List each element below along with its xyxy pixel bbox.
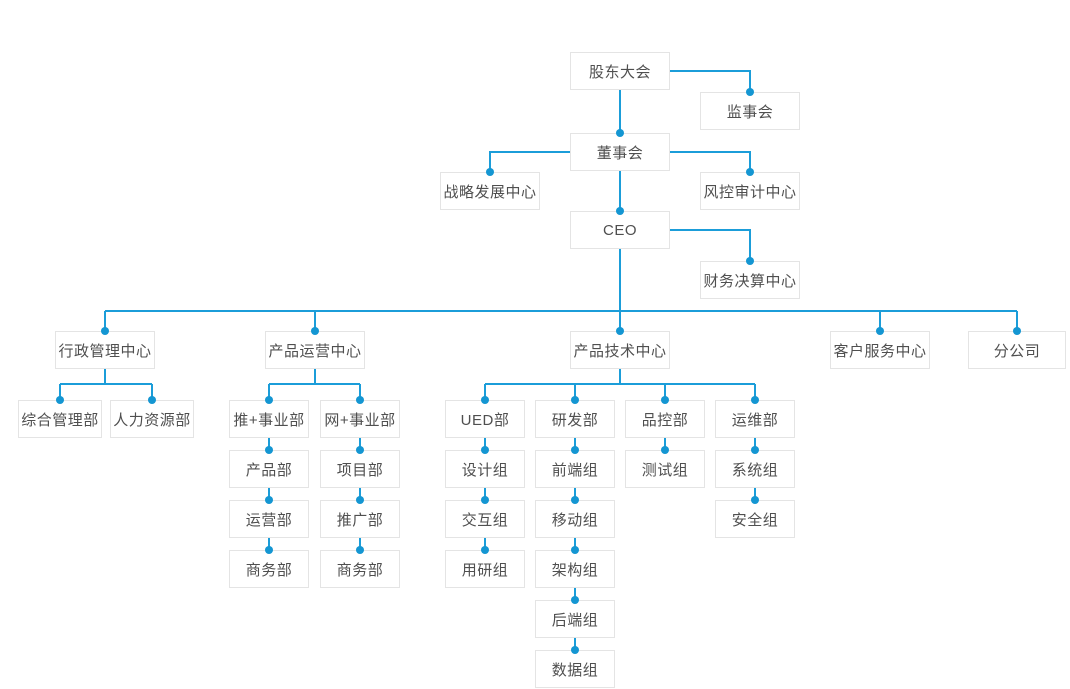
org-node-label: 设计组 <box>461 461 509 479</box>
org-node-operations_dept[interactable]: 运营部 <box>229 500 309 538</box>
org-node-label: 品控部 <box>641 411 689 429</box>
org-node-label: 安全组 <box>731 511 779 529</box>
org-node-test_group[interactable]: 测试组 <box>625 450 705 488</box>
org-node-finance_center[interactable]: 财务决算中心 <box>700 261 800 299</box>
org-node-ops_center[interactable]: 产品运营中心 <box>265 331 365 369</box>
org-node-label: 用研组 <box>461 561 509 579</box>
org-node-label: 产品运营中心 <box>268 342 362 360</box>
org-node-wang_bu[interactable]: 网+事业部 <box>320 400 400 438</box>
org-node-label: 产品部 <box>245 461 293 479</box>
org-node-label: 监事会 <box>726 103 774 121</box>
org-node-product_dept[interactable]: 产品部 <box>229 450 309 488</box>
org-node-label: 风控审计中心 <box>703 183 797 201</box>
org-node-tech_center[interactable]: 产品技术中心 <box>570 331 670 369</box>
org-node-system_group[interactable]: 系统组 <box>715 450 795 488</box>
org-node-label: UED部 <box>460 411 510 429</box>
org-node-label: 数据组 <box>551 661 599 679</box>
org-node-label: 战略发展中心 <box>443 183 537 201</box>
org-node-ued_dept[interactable]: UED部 <box>445 400 525 438</box>
org-node-label: 产品技术中心 <box>573 342 667 360</box>
org-node-architecture_group[interactable]: 架构组 <box>535 550 615 588</box>
org-node-qc_dept[interactable]: 品控部 <box>625 400 705 438</box>
org-node-project_dept[interactable]: 项目部 <box>320 450 400 488</box>
org-node-label: 后端组 <box>551 611 599 629</box>
org-node-label: 项目部 <box>336 461 384 479</box>
org-node-label: 交互组 <box>461 511 509 529</box>
org-node-board[interactable]: 董事会 <box>570 133 670 171</box>
org-node-label: 运维部 <box>731 411 779 429</box>
org-node-label: 推+事业部 <box>233 411 305 429</box>
org-node-label: 测试组 <box>641 461 689 479</box>
org-node-design_group[interactable]: 设计组 <box>445 450 525 488</box>
org-node-label: 商务部 <box>245 561 293 579</box>
org-node-label: 研发部 <box>551 411 599 429</box>
org-node-label: 综合管理部 <box>21 411 99 429</box>
org-node-label: CEO <box>602 221 637 239</box>
org-node-service_center[interactable]: 客户服务中心 <box>830 331 930 369</box>
org-node-backend_group[interactable]: 后端组 <box>535 600 615 638</box>
org-node-label: 商务部 <box>336 561 384 579</box>
org-node-general_mgmt_dept[interactable]: 综合管理部 <box>18 400 102 438</box>
org-node-research_group[interactable]: 用研组 <box>445 550 525 588</box>
org-node-label: 系统组 <box>731 461 779 479</box>
org-node-strategy_center[interactable]: 战略发展中心 <box>440 172 540 210</box>
org-node-tui_bu[interactable]: 推+事业部 <box>229 400 309 438</box>
org-node-label: 移动组 <box>551 511 599 529</box>
org-node-label: 人力资源部 <box>113 411 191 429</box>
org-node-label: 董事会 <box>596 144 644 162</box>
org-node-business_dept_2[interactable]: 商务部 <box>320 550 400 588</box>
org-node-label: 分公司 <box>993 342 1041 360</box>
org-node-supervisory[interactable]: 监事会 <box>700 92 800 130</box>
org-node-label: 行政管理中心 <box>58 342 152 360</box>
org-node-om_dept[interactable]: 运维部 <box>715 400 795 438</box>
org-node-business_dept_1[interactable]: 商务部 <box>229 550 309 588</box>
org-node-shareholders[interactable]: 股东大会 <box>570 52 670 90</box>
org-node-ceo[interactable]: CEO <box>570 211 670 249</box>
org-node-data_group[interactable]: 数据组 <box>535 650 615 688</box>
org-node-hr_dept[interactable]: 人力资源部 <box>110 400 194 438</box>
org-node-label: 网+事业部 <box>324 411 396 429</box>
org-node-rnd_dept[interactable]: 研发部 <box>535 400 615 438</box>
org-node-label: 前端组 <box>551 461 599 479</box>
org-node-mobile_group[interactable]: 移动组 <box>535 500 615 538</box>
org-node-label: 股东大会 <box>588 63 651 81</box>
org-node-label: 财务决算中心 <box>703 272 797 290</box>
org-node-promotion_dept[interactable]: 推广部 <box>320 500 400 538</box>
org-node-frontend_group[interactable]: 前端组 <box>535 450 615 488</box>
org-node-risk_audit_center[interactable]: 风控审计中心 <box>700 172 800 210</box>
org-node-label: 运营部 <box>245 511 293 529</box>
org-node-security_group[interactable]: 安全组 <box>715 500 795 538</box>
org-node-label: 客户服务中心 <box>833 342 927 360</box>
org-node-interaction_group[interactable]: 交互组 <box>445 500 525 538</box>
org-node-branch_company[interactable]: 分公司 <box>968 331 1066 369</box>
org-node-admin_center[interactable]: 行政管理中心 <box>55 331 155 369</box>
org-node-label: 推广部 <box>336 511 384 529</box>
org-node-label: 架构组 <box>551 561 599 579</box>
